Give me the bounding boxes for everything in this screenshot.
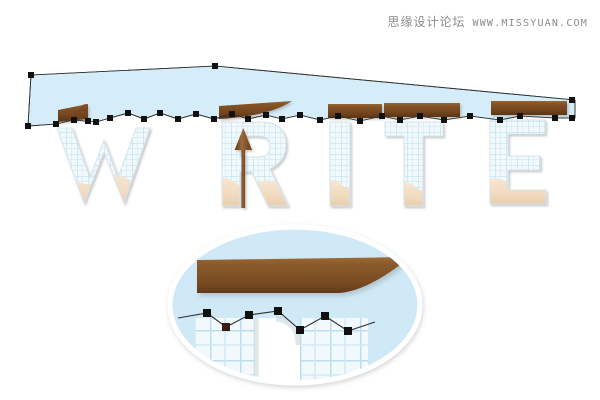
letter-E[interactable] (484, 110, 554, 210)
anchor-point[interactable] (25, 123, 31, 129)
cap-bar-E (491, 101, 567, 115)
cap-bar-T (384, 103, 460, 117)
anchor-point[interactable] (203, 309, 211, 317)
anchor-point[interactable] (517, 113, 523, 119)
anchor-point[interactable] (175, 116, 181, 122)
up-arrow-pointer (234, 128, 252, 208)
anchor-point[interactable] (245, 311, 253, 319)
cap-bar-I (328, 104, 382, 118)
anchor-point[interactable] (397, 117, 403, 123)
anchor-point[interactable] (107, 115, 113, 121)
letter-I[interactable] (325, 112, 357, 212)
anchor-point[interactable] (125, 110, 131, 116)
anchor-point-selected[interactable] (222, 323, 230, 331)
letter-W[interactable] (50, 118, 160, 213)
anchor-point[interactable] (569, 115, 575, 121)
anchor-point[interactable] (212, 63, 218, 69)
letter-R[interactable] (215, 112, 295, 212)
anchor-point[interactable] (335, 113, 341, 119)
anchor-point[interactable] (211, 116, 217, 122)
cap-wedge-W-taper (70, 104, 88, 119)
anchor-point[interactable] (157, 110, 163, 116)
watermark: 思缘设计论坛 WWW.MISSYUAN.COM (387, 13, 588, 30)
anchor-point[interactable] (317, 117, 323, 123)
anchor-point[interactable] (141, 116, 147, 122)
magnified-cap-wedge (197, 257, 410, 293)
anchor-point[interactable] (93, 119, 99, 125)
anchor-point[interactable] (279, 116, 285, 122)
anchor-point[interactable] (296, 326, 304, 334)
anchor-point[interactable] (297, 112, 303, 118)
letter-T[interactable] (380, 112, 450, 212)
anchor-point[interactable] (229, 111, 235, 117)
anchor-point[interactable] (274, 307, 282, 315)
cap-wedge-R (219, 101, 292, 119)
watermark-forum-name: 思缘设计论坛 (387, 15, 466, 29)
anchor-point[interactable] (28, 72, 34, 78)
anchor-point[interactable] (467, 113, 473, 119)
watermark-url: WWW.MISSYUAN.COM (472, 18, 588, 29)
anchor-point[interactable] (379, 113, 385, 119)
anchor-point[interactable] (321, 312, 329, 320)
anchor-point[interactable] (85, 118, 91, 124)
anchor-point[interactable] (344, 327, 352, 335)
zoom-detail-ellipse (167, 224, 423, 386)
anchor-point[interactable] (263, 112, 269, 118)
anchor-point[interactable] (417, 113, 423, 119)
anchor-point[interactable] (497, 117, 503, 123)
anchor-point[interactable] (441, 117, 447, 123)
anchor-point[interactable] (193, 111, 199, 117)
anchor-point[interactable] (552, 115, 558, 121)
anchor-point[interactable] (569, 97, 575, 103)
anchor-point[interactable] (245, 116, 251, 122)
anchor-point[interactable] (71, 117, 77, 123)
magnified-anchor-points[interactable] (203, 307, 352, 335)
anchor-point[interactable] (357, 118, 363, 124)
anchor-points-group[interactable] (25, 63, 575, 129)
anchor-point[interactable] (53, 121, 59, 127)
